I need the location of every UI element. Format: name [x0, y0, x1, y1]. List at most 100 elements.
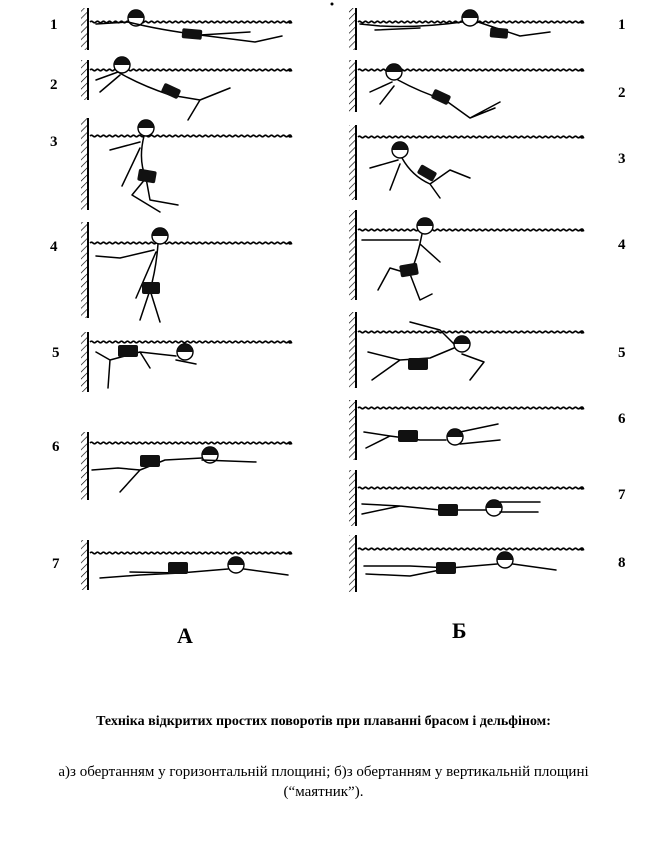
- water-line-a-2-end: [288, 68, 292, 72]
- step-number-b-1: 1: [618, 17, 626, 33]
- turn-technique-figure: 1 2 3 4 5 6 7 1 2 3 4 5 6 7 8 А Б: [50, 2, 626, 648]
- water-line-b-7-end: [580, 486, 584, 490]
- swimmer-b3-trunks: [417, 164, 437, 182]
- swimmer-b8-trunks: [436, 562, 456, 574]
- column-a-label: А: [177, 623, 193, 648]
- water-line-a-5-end: [288, 340, 292, 344]
- swimmer-a4-body: [95, 243, 161, 323]
- water-line-b-1-end: [580, 20, 584, 24]
- water-line-b-5-end: [580, 330, 584, 334]
- swimmer-a6-trunks: [140, 455, 160, 467]
- swimmer-a5-trunks: [118, 345, 138, 357]
- water-line-b-6-end: [580, 406, 584, 410]
- swimmer-b1-trunks: [489, 27, 509, 39]
- swimmer-b7-body: [361, 501, 541, 515]
- swimmer-b1-body: [359, 21, 551, 37]
- step-number-b-3: 3: [618, 151, 626, 167]
- wall-a-7-hatch: [81, 540, 88, 590]
- wall-b-2-hatch: [349, 60, 356, 112]
- swimmer-a4-trunks: [142, 282, 160, 294]
- water-line-b-8: [357, 547, 585, 551]
- swimmer-a6-head-cap: [202, 447, 218, 455]
- swimmer-b6-head-cap: [447, 429, 463, 437]
- swimmer-b2-body: [369, 79, 501, 119]
- water-line-a-3: [89, 134, 293, 138]
- swimmer-b7-head-cap: [486, 500, 502, 508]
- water-line-b-3-end: [580, 135, 584, 139]
- water-line-b-3: [357, 135, 585, 139]
- figure-title: Техніка відкритих простих поворотів при …: [96, 714, 551, 729]
- step-number-b-2: 2: [618, 85, 626, 101]
- step-number-b-8: 8: [618, 555, 626, 571]
- wall-b-7-hatch: [349, 470, 356, 526]
- step-number-a-1: 1: [50, 17, 58, 33]
- top-mark: [330, 2, 334, 6]
- swimmer-a3-body: [109, 135, 179, 213]
- water-line-a-6-end: [288, 441, 292, 445]
- water-line-b-7: [357, 486, 585, 490]
- swimmer-a2-head-cap: [114, 57, 130, 65]
- swimmer-a7-body: [99, 568, 289, 579]
- swimmer-b3-head-cap: [392, 142, 408, 150]
- swimmer-a5-head-cap: [177, 344, 193, 352]
- swimmer-a7-trunks: [168, 562, 188, 574]
- step-number-a-4: 4: [50, 239, 58, 255]
- swimmer-b5-head-cap: [454, 336, 470, 344]
- water-line-a-5: [89, 340, 293, 344]
- step-number-a-2: 2: [50, 77, 58, 93]
- wall-a-1-hatch: [81, 8, 88, 50]
- figure-caption: а)з обертанням у горизонтальній площині;…: [58, 764, 589, 800]
- swimmer-b1-head-cap: [462, 10, 478, 18]
- swimmer-b8-body: [363, 563, 557, 577]
- water-line-a-4: [89, 241, 293, 245]
- water-line-b-5: [357, 330, 585, 334]
- water-line-a-1-end: [288, 20, 292, 24]
- swimmer-a1-trunks: [181, 28, 203, 40]
- water-line-b-2-end: [580, 68, 584, 72]
- swimmer-b4-trunks: [399, 262, 419, 278]
- wall-a-5-hatch: [81, 332, 88, 392]
- step-number-b-7: 7: [618, 487, 626, 503]
- water-line-a-7: [89, 551, 293, 555]
- swimmer-a4-head-cap: [152, 228, 168, 236]
- wall-a-2-hatch: [81, 60, 88, 100]
- wall-b-1-hatch: [349, 8, 356, 50]
- swimmer-b2-trunks: [431, 89, 451, 105]
- water-line-b-8-end: [580, 547, 584, 551]
- swimmer-b6-body: [363, 423, 501, 449]
- swimmer-b4-body: [361, 233, 441, 301]
- wall-b-8-hatch: [349, 535, 356, 592]
- water-line-a-4-end: [288, 241, 292, 245]
- step-number-b-5: 5: [618, 345, 626, 361]
- water-line-a-3-end: [288, 134, 292, 138]
- swimmer-b5-trunks: [408, 358, 428, 370]
- step-number-a-5: 5: [52, 345, 60, 361]
- step-number-a-3: 3: [50, 134, 58, 150]
- swimmer-b6-trunks: [398, 430, 418, 442]
- water-line-a-7-end: [288, 551, 292, 555]
- water-line-b-4-end: [580, 228, 584, 232]
- swimmer-a3-head-cap: [138, 120, 154, 128]
- wall-b-3-hatch: [349, 125, 356, 200]
- swimmer-b2-head-cap: [386, 64, 402, 72]
- swimmer-a2-trunks: [161, 83, 181, 99]
- swimmer-a1-head-cap: [128, 10, 144, 18]
- swimmer-a3-trunks: [137, 168, 157, 184]
- water-line-b-4: [357, 228, 585, 232]
- wall-a-6-hatch: [81, 432, 88, 500]
- water-line-b-6: [357, 406, 585, 410]
- water-line-a-6: [89, 441, 293, 445]
- wall-b-5-hatch: [349, 312, 356, 388]
- wall-a-4-hatch: [81, 222, 88, 318]
- swimmer-b8-head-cap: [497, 552, 513, 560]
- swimmer-b4-head-cap: [417, 218, 433, 226]
- wall-b-6-hatch: [349, 400, 356, 460]
- swimmer-a6-body: [91, 457, 257, 493]
- swimmer-b3-body: [369, 157, 471, 199]
- column-b-label: Б: [452, 618, 467, 643]
- step-number-a-6: 6: [52, 439, 60, 455]
- wall-b-4-hatch: [349, 210, 356, 300]
- swimmer-a2-body: [95, 71, 231, 121]
- step-number-b-6: 6: [618, 411, 626, 427]
- swimmer-sequence-illustration: [81, 2, 585, 592]
